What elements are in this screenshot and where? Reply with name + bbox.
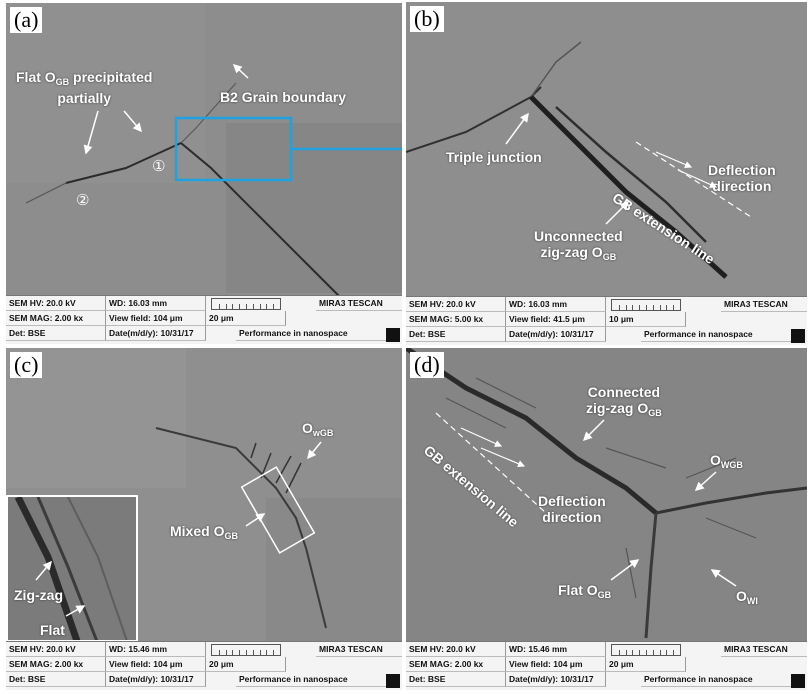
scale-tick — [652, 650, 654, 655]
arrow-icon — [83, 63, 249, 155]
scale-tick — [659, 650, 661, 655]
scale-tick — [239, 650, 241, 655]
owgb-label: OWGB — [710, 452, 743, 470]
scale-tick — [639, 650, 641, 655]
sem-image-d — [406, 348, 807, 690]
panel-letter: (b) — [410, 6, 444, 32]
scale-tick — [225, 650, 227, 655]
scale-tick — [639, 305, 641, 310]
scale-tick — [239, 304, 241, 309]
scale-tick — [659, 305, 661, 310]
scale-tick — [673, 305, 675, 310]
arrow-icon — [460, 419, 737, 587]
panel-d: (d) Connected zig-zag OGB OWGB GB extens… — [406, 348, 807, 690]
scale-tick — [273, 304, 275, 309]
sem-image-b — [406, 2, 807, 345]
b2-grain-boundary-label: B2 Grain boundary — [220, 89, 347, 105]
scale-tick — [259, 650, 261, 655]
flat-ogb-label: Flat OGB — [558, 582, 612, 600]
scale-tick — [252, 304, 254, 309]
owgb-label: OwGB — [302, 420, 334, 438]
flat-ogb-label: Flat OGB precipitated partially — [16, 69, 153, 106]
inset-sem — [8, 497, 136, 640]
scale-tick — [618, 650, 620, 655]
triple-junction-label: Triple junction — [446, 149, 542, 165]
deflection-direction-label: Deflection direction — [708, 162, 776, 194]
scale-bar — [211, 644, 281, 656]
scale-tick — [225, 304, 227, 309]
owi-label: OWI — [736, 588, 758, 606]
scale-tick — [232, 304, 234, 309]
arrow-icon — [35, 441, 322, 617]
scale-tick — [218, 304, 220, 309]
panel-letter: (a) — [10, 7, 43, 33]
scale-tick — [252, 650, 254, 655]
scale-tick — [266, 304, 268, 309]
marker-1: ① — [152, 157, 166, 175]
panel-c: Zig-zag Flat (c) OwGB Mixed OGB SEM HV: … — [6, 348, 402, 690]
scale-tick — [246, 650, 247, 655]
scale-tick — [666, 305, 668, 310]
corner-logo-icon — [386, 328, 400, 342]
panel-b: (b) Triple junction GB extension line De… — [406, 2, 807, 345]
mixed-ogb-label: Mixed OGB — [170, 523, 238, 541]
corner-logo-icon — [386, 674, 400, 688]
inset-image: Zig-zag Flat — [6, 495, 138, 642]
scale-tick — [646, 650, 647, 655]
scale-bar — [611, 299, 681, 311]
marker-2: ② — [76, 191, 90, 209]
scale-tick — [666, 650, 668, 655]
scale-tick — [632, 305, 634, 310]
flat-label: Flat — [40, 622, 65, 638]
arrow-icon — [505, 112, 718, 225]
deflection-direction-label: Deflection direction — [538, 493, 606, 525]
scale-tick — [246, 304, 247, 309]
zigzag-label: Zig-zag — [14, 587, 63, 603]
corner-logo-icon — [791, 674, 805, 688]
corner-logo-icon — [791, 329, 805, 343]
scale-bar — [611, 644, 681, 656]
scale-tick — [259, 304, 261, 309]
sem-image-a — [6, 3, 402, 344]
scale-tick — [673, 650, 675, 655]
scale-tick — [232, 650, 234, 655]
scale-tick — [266, 650, 268, 655]
connected-zigzag-label: Connected zig-zag OGB — [586, 384, 662, 418]
scale-tick — [625, 650, 627, 655]
panel-letter: (d) — [410, 352, 444, 378]
scale-bar — [211, 298, 281, 310]
panel-a: (a) Flat OGB precipitated partially B2 G… — [6, 3, 402, 344]
sem-info-bar: SEM HV: 20.0 kV WD: 16.03 mm MIRA3 TESCA… — [6, 295, 402, 344]
sem-info-bar: SEM HV: 20.0 kV WD: 16.03 mm MIRA3 TESCA… — [406, 296, 807, 345]
scale-tick — [618, 305, 620, 310]
scale-tick — [273, 650, 275, 655]
scale-tick — [632, 650, 634, 655]
sem-info-bar: SEM HV: 20.0 kV WD: 15.46 mm MIRA3 TESCA… — [406, 641, 807, 690]
unconnected-zigzag-label: Unconnected zig-zag OGB — [534, 228, 623, 262]
scale-tick — [218, 650, 220, 655]
sem-info-bar: SEM HV: 20.0 kV WD: 15.46 mm MIRA3 TESCA… — [6, 641, 402, 690]
scale-tick — [652, 305, 654, 310]
scale-tick — [625, 305, 627, 310]
panel-letter: (c) — [10, 352, 43, 378]
scale-tick — [646, 305, 647, 310]
